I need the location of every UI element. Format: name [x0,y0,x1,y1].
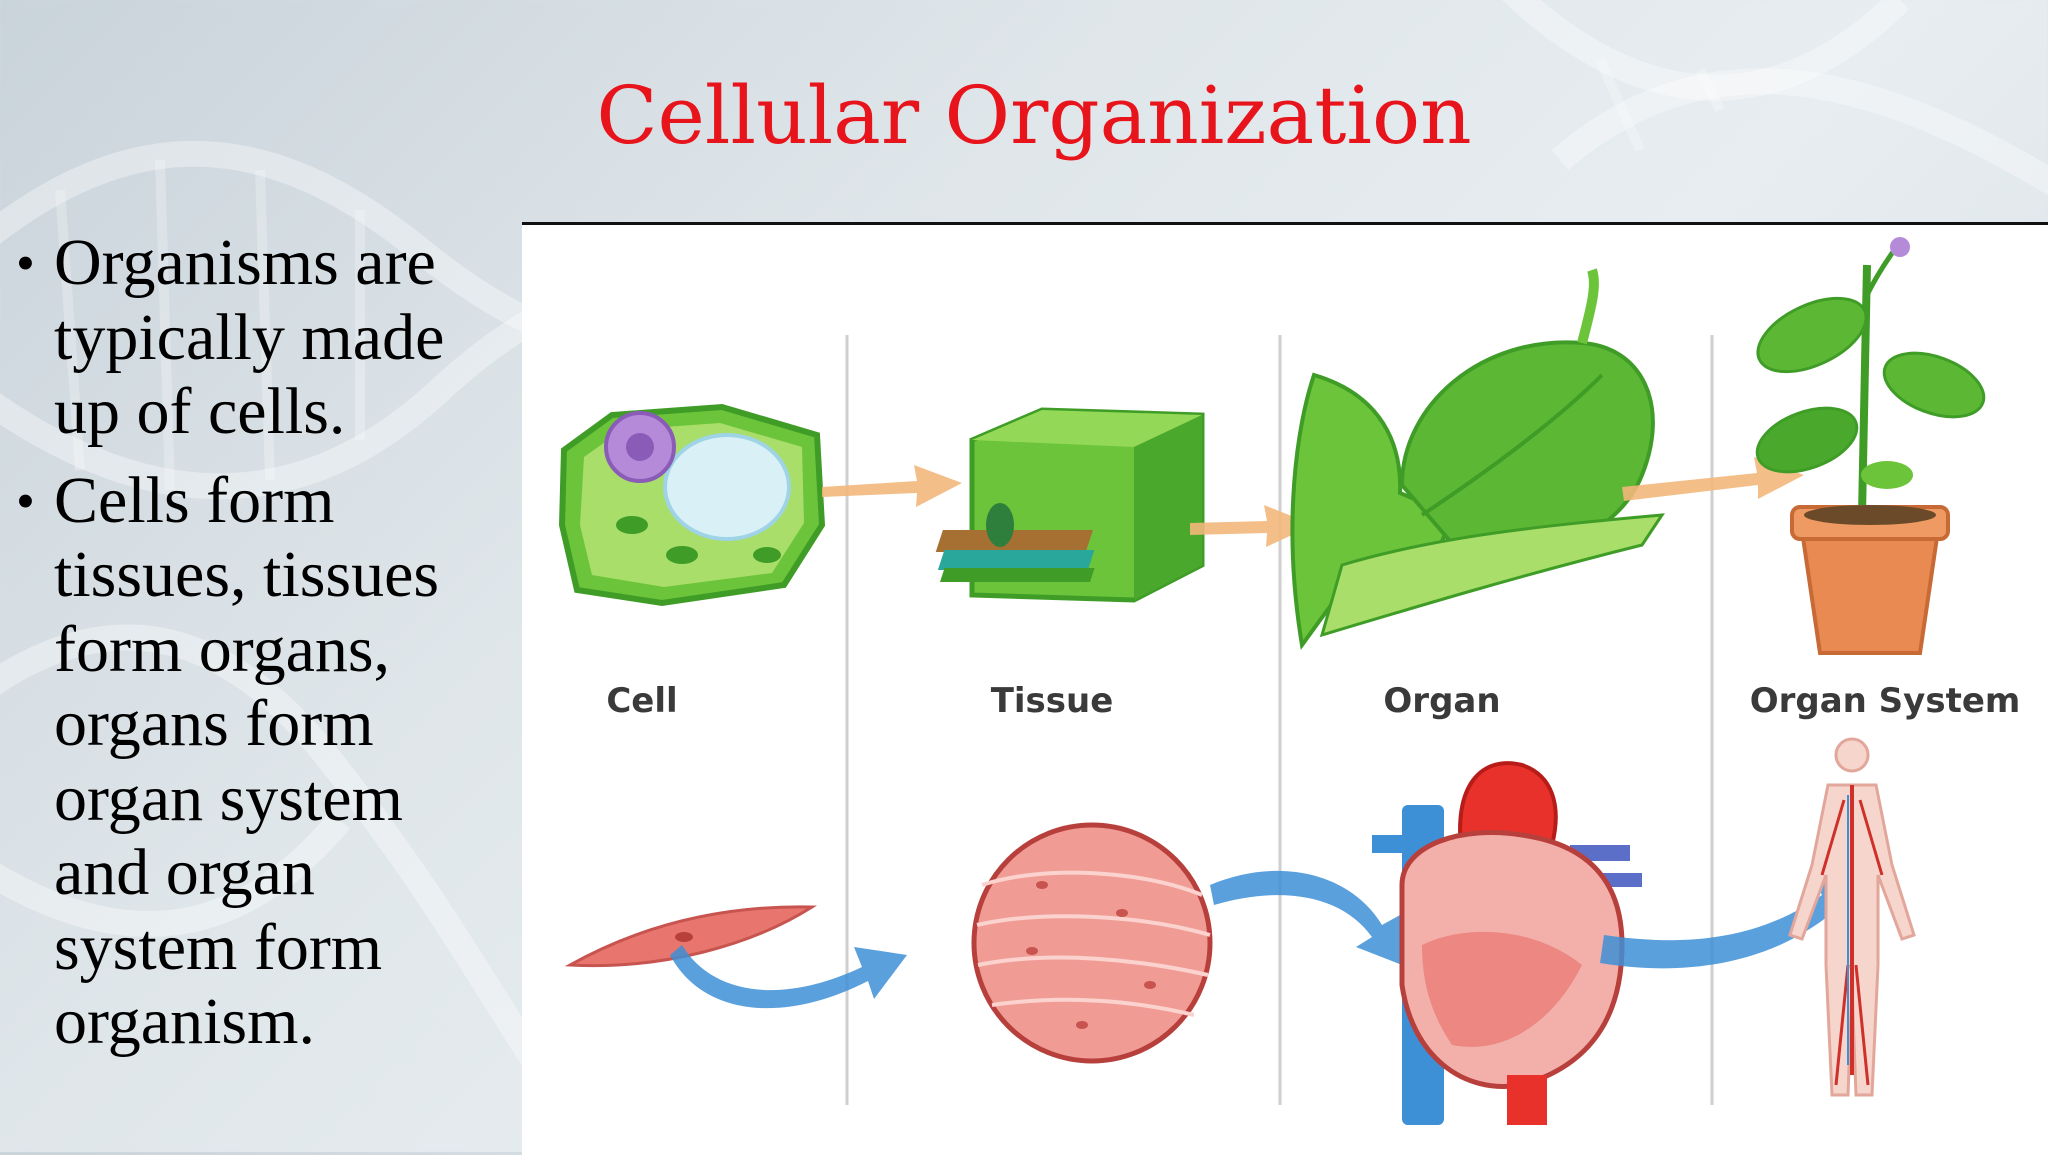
blue-arrow-icon [670,945,907,1009]
potted-plant-icon [1755,237,1986,655]
orange-arrow-icon [1622,457,1804,501]
plant-tissue-icon [935,407,1205,603]
blue-arrow-icon [1600,877,1872,969]
stage-label-organ: Organ [1383,681,1501,721]
bullet-text: Organisms are typically made up of cells… [54,226,445,448]
bullet-item: • Organisms are typically made up of cell… [14,226,514,450]
organization-diagram [558,237,1986,1125]
bullet-item: • Cells form tissues, tissues form organs… [14,464,514,1060]
bullet-dot-icon: • [16,470,35,531]
blue-arrow-icon [1210,870,1402,965]
bullet-dot-icon: • [16,233,35,293]
bullet-list: • Organisms are typically made up of cell… [14,226,514,1074]
organization-diagram-panel: Cell Tissue Organ Organ System [522,222,2048,1155]
stage-label-tissue: Tissue [990,681,1114,721]
muscle-cell-icon [564,905,818,968]
orange-arrow-icon [1190,505,1314,547]
orange-arrow-icon [822,465,962,507]
heart-organ-icon [1372,761,1642,1125]
human-body-icon [1788,737,1916,1097]
stage-label-cell: Cell [606,681,678,721]
muscle-tissue-icon [971,822,1213,1064]
slide-title: Cellular Organization [596,69,1472,162]
leaf-organ-icon [1290,268,1665,651]
stage-label-organ-system: Organ System [1749,681,2021,721]
plant-cell-icon [558,403,826,607]
bullet-text: Cells form tissues, tissues form organs,… [54,463,440,1059]
